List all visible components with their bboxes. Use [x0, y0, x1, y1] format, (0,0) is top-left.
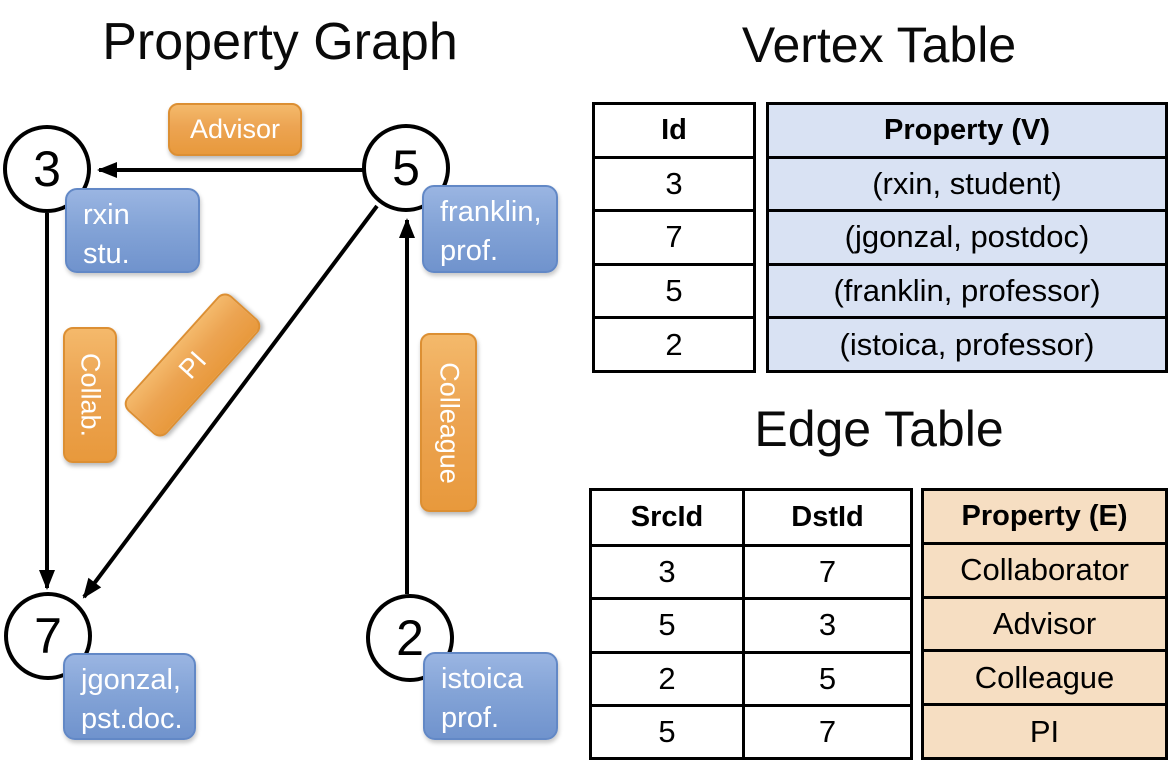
vertex-property-box-2-line1: istoica: [441, 663, 524, 695]
vertex-property-box-7-line2: pst.doc.: [81, 703, 183, 735]
vertex-table-property-cell: (jgonzal, postdoc): [769, 209, 1165, 263]
vertex-table-id-column: Id 3 7 5 2: [592, 102, 756, 373]
vertex-property-box-7: jgonzal, pst.doc.: [63, 653, 196, 740]
edge-table-srcid-cell: 2: [592, 650, 742, 704]
vertex-table-property-cell: (istoica, professor): [769, 316, 1165, 370]
vertex-table-property-cell: (rxin, student): [769, 155, 1165, 210]
edge-table-id-columns: SrcId DstId 3 7 5 3 2 5 5 7: [589, 488, 913, 760]
edge-table-property-cell: PI: [924, 703, 1165, 757]
node-2-id: 2: [396, 610, 424, 666]
edge-table-srcid-cell: 5: [592, 703, 742, 757]
vertex-table-property-column: Property (V) (rxin, student) (jgonzal, p…: [766, 102, 1168, 373]
edge-table-property-cell: Collaborator: [924, 541, 1165, 596]
node-7-id: 7: [34, 608, 62, 664]
edge-label-colleague: Colleague: [420, 333, 477, 512]
vertex-table-id-cell: 2: [595, 316, 753, 370]
edge-label-pi: PI: [120, 289, 265, 441]
edge-table-dstid-cell: 3: [742, 597, 910, 651]
vertex-property-box-3-line2: stu.: [83, 238, 130, 270]
edge-table-property-cell: Colleague: [924, 649, 1165, 703]
edge-table-srcid-header: SrcId: [630, 501, 704, 534]
vertex-property-box-3-line1: rxin: [83, 199, 130, 231]
edge-table-property-header: Property (E): [961, 499, 1128, 532]
edge-table-dstid-header: DstId: [742, 491, 910, 545]
edge-table-srcid-cell: 5: [592, 597, 742, 650]
vertex-table-title: Vertex Table: [741, 17, 1017, 73]
edge-label-colleague-text: Colleague: [434, 361, 464, 484]
edge-label-advisor-text: Advisor: [189, 114, 281, 144]
edge-table-property-cell: Advisor: [924, 595, 1165, 650]
vertex-property-box-2-line2: prof.: [441, 702, 500, 734]
edge-table-dstid-cell: 5: [742, 650, 910, 704]
property-graph-title: Property Graph: [102, 13, 458, 71]
edge-table-dstid-cell: 7: [742, 703, 910, 757]
vertex-property-box-5-line1: franklin,: [440, 196, 542, 228]
vertex-table-property-header: Property (V): [884, 113, 1050, 146]
edge-table-dstid-cell: 7: [742, 544, 910, 598]
edge-table-srcid-cell: 3: [592, 544, 742, 597]
vertex-property-box-3: rxin stu.: [65, 188, 200, 273]
node-5-id: 5: [392, 140, 420, 196]
edge-label-collab: Collab.: [63, 327, 117, 463]
graph-node-3: 3: [3, 125, 91, 213]
vertex-table-id-cell: 7: [595, 209, 753, 263]
edge-label-pi-text: PI: [172, 345, 212, 385]
vertex-property-box-5: franklin, prof.: [422, 185, 558, 273]
edge-label-advisor: Advisor: [168, 103, 302, 156]
vertex-property-box-7-line1: jgonzal,: [81, 664, 181, 696]
vertex-table-id-cell: 3: [595, 155, 753, 210]
vertex-property-box-5-line2: prof.: [440, 235, 499, 267]
vertex-table-property-cell: (franklin, professor): [769, 262, 1165, 317]
vertex-table-id-header: Id: [661, 113, 687, 146]
node-3-id: 3: [33, 141, 61, 197]
edge-table-property-column: Property (E) Collaborator Advisor Collea…: [921, 488, 1168, 760]
edge-label-collab-text: Collab.: [75, 352, 106, 438]
vertex-table-id-cell: 5: [595, 262, 753, 317]
vertex-property-box-2: istoica prof.: [423, 652, 558, 740]
edge-table-title: Edge Table: [754, 401, 1004, 457]
